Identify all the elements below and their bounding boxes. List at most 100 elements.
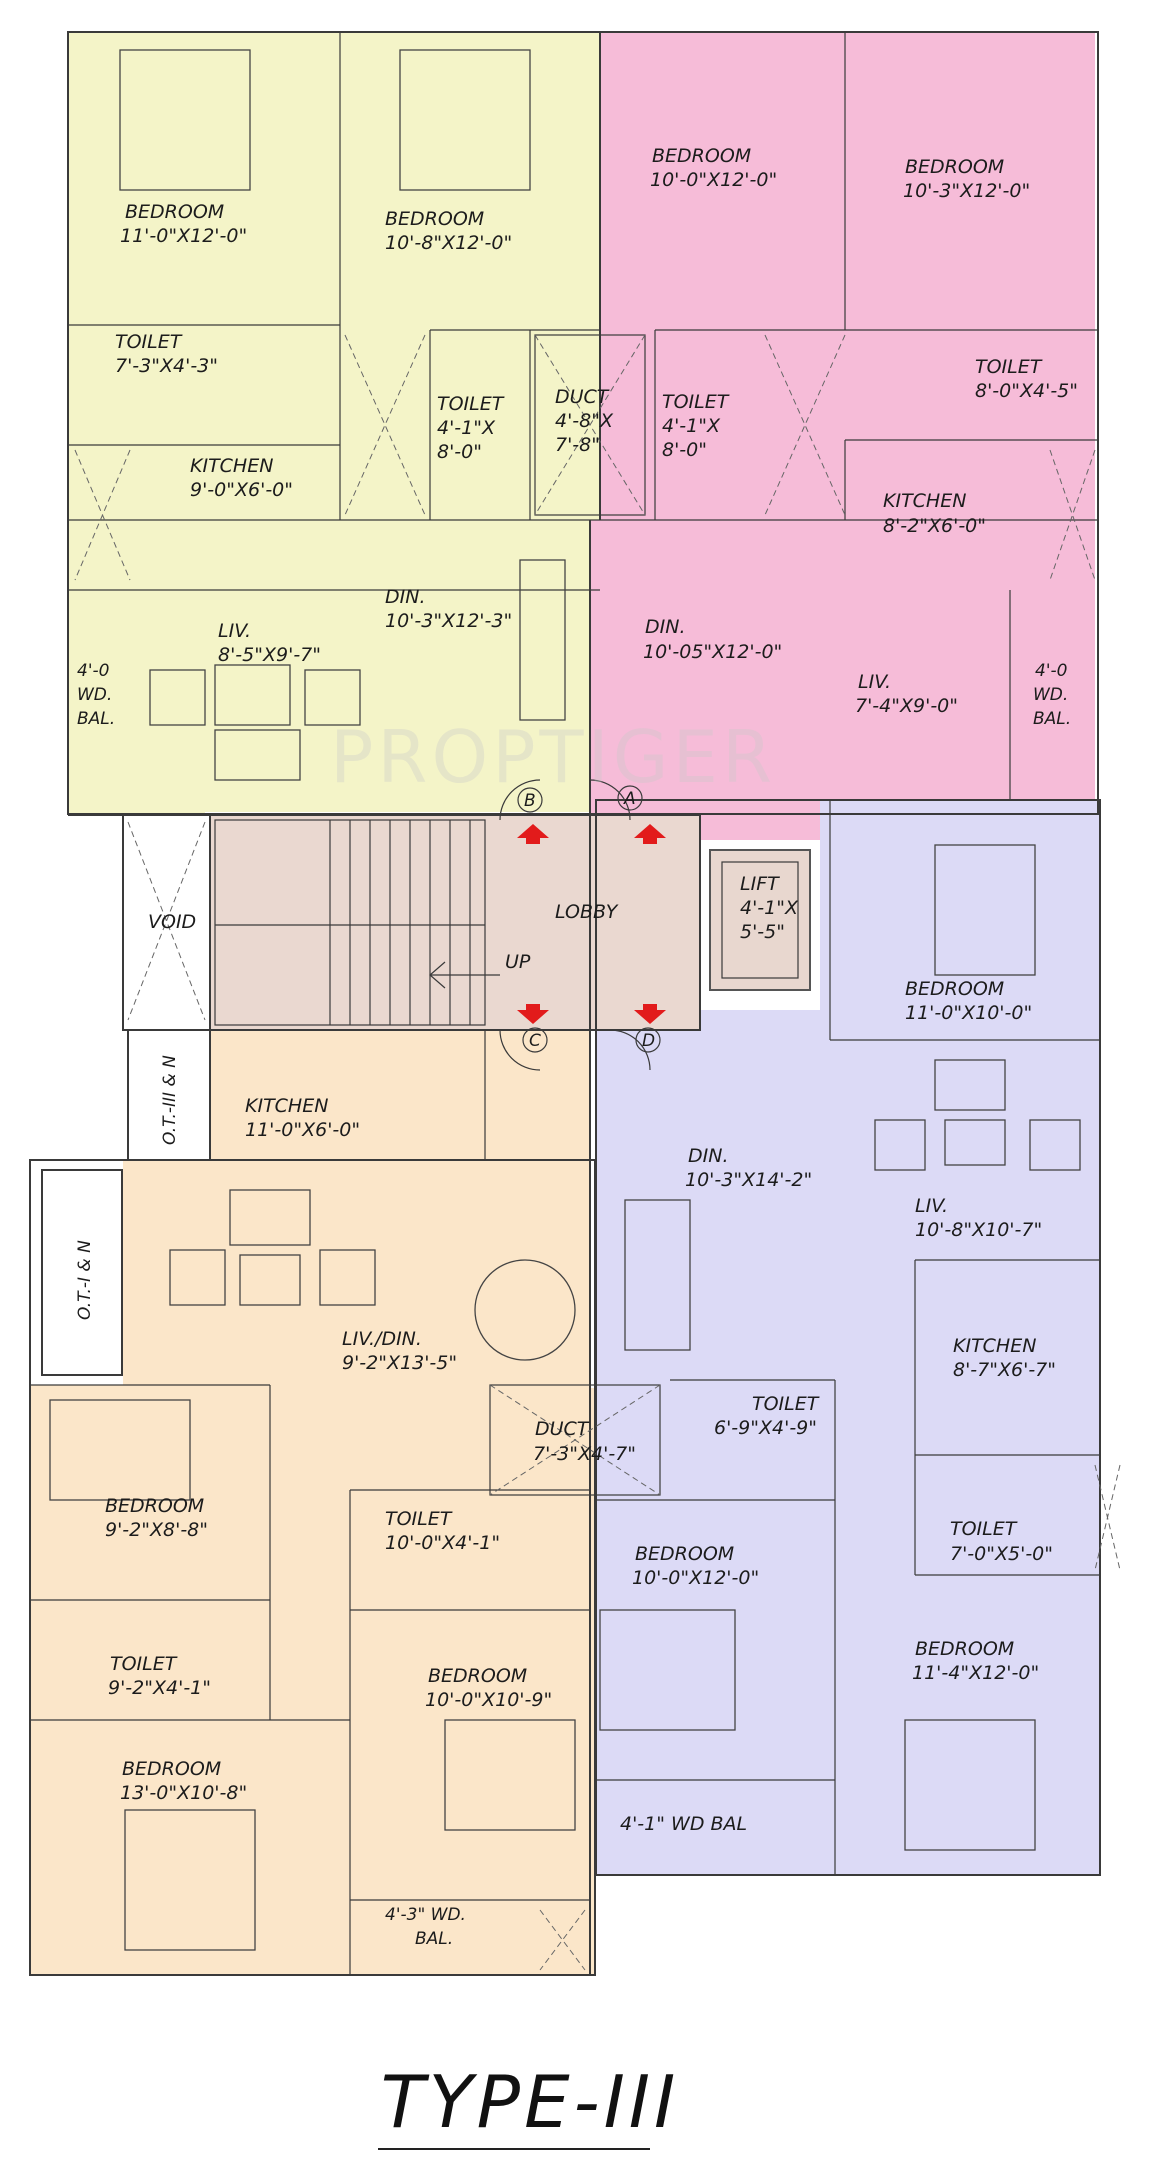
unit-d-bedroom1-name: BEDROOM bbox=[905, 978, 1004, 1000]
unit-c-kitchen-name: KITCHEN bbox=[245, 1095, 328, 1117]
unit-c-bal-l1: 4'-3" WD. bbox=[385, 1905, 466, 1925]
unit-c-bedroom2-dim: 10'-0"X10'-9" bbox=[425, 1689, 552, 1711]
unit-d-bedroom2-dim: 10'-0"X12'-0" bbox=[632, 1567, 759, 1589]
unit-b-bal-l3: BAL. bbox=[1033, 709, 1071, 729]
unit-a-din-dim: 10'-3"X12'-3" bbox=[385, 610, 512, 632]
unit-c-bal-l2: BAL. bbox=[415, 1929, 453, 1949]
duct-shafts bbox=[74, 334, 1121, 1971]
lift-dim1: 4'-1"X bbox=[740, 897, 799, 919]
duct2-name: DUCT bbox=[535, 1418, 590, 1440]
unit-d-kitchen-name: KITCHEN bbox=[953, 1335, 1036, 1357]
unit-b-bedroom2-name: BEDROOM bbox=[905, 156, 1004, 178]
unit-d-fill bbox=[596, 800, 1100, 1875]
unit-b-toilet1-name: TOILET bbox=[662, 391, 730, 413]
unit-a-labels: BEDROOM 11'-0"X12'-0" BEDROOM 10'-8"X12'… bbox=[77, 201, 512, 729]
unit-b-bal-l2: WD. bbox=[1033, 685, 1068, 705]
unit-c-bedroom3-name: BEDROOM bbox=[122, 1758, 221, 1780]
unit-d-bedroom2-name: BEDROOM bbox=[635, 1543, 734, 1565]
unit-d-toilet2-name: TOILET bbox=[950, 1518, 1018, 1540]
unit-c-bedroom3-dim: 13'-0"X10'-8" bbox=[120, 1782, 247, 1804]
unit-a-bedroom2-dim: 10'-8"X12'-0" bbox=[385, 232, 512, 254]
unit-d-liv-dim: 10'-8"X10'-7" bbox=[915, 1219, 1042, 1241]
staircase bbox=[214, 819, 500, 1026]
unit-b-kitchen-name: KITCHEN bbox=[883, 490, 966, 512]
unit-d-toilet1-name: TOILET bbox=[752, 1393, 820, 1415]
unit-a-bal-l1: 4'-0 bbox=[77, 661, 109, 681]
unit-d-din-name: DIN. bbox=[688, 1145, 729, 1167]
lift-shaft bbox=[709, 849, 811, 991]
lobby-arrow-up-0 bbox=[517, 824, 549, 844]
door-tag-c: C bbox=[529, 1031, 541, 1051]
furniture bbox=[49, 49, 1081, 1951]
walls bbox=[29, 31, 1101, 1976]
duct1-dim2: 7'-8" bbox=[555, 434, 600, 456]
core-labels: DUCT 4'-8"X 7'-8" LOBBY UP LIFT 4'-1"X 5… bbox=[75, 386, 799, 1465]
unit-c-livdin-name: LIV./DIN. bbox=[342, 1328, 422, 1350]
unit-b-liv-name: LIV. bbox=[858, 671, 891, 693]
unit-c-toilet2-dim: 9'-2"X4'-1" bbox=[108, 1677, 211, 1699]
lobby-fill bbox=[210, 815, 700, 1030]
unit-d-liv-name: LIV. bbox=[915, 1195, 948, 1217]
unit-b-din-dim: 10'-05"X12'-0" bbox=[643, 641, 782, 663]
unit-c-labels: KITCHEN 11'-0"X6'-0" LIV./DIN. 9'-2"X13'… bbox=[105, 1095, 552, 1949]
lift-dim2: 5'-5" bbox=[740, 921, 785, 943]
unit-b-bedroom1-dim: 10'-0"X12'-0" bbox=[650, 169, 777, 191]
unit-a-toilet2-dim1: 4'-1"X bbox=[437, 417, 496, 439]
unit-a-toilet2-name: TOILET bbox=[437, 393, 505, 415]
unit-a-liv-name: LIV. bbox=[218, 620, 251, 642]
unit-d-bal-label: 4'-1" WD BAL bbox=[620, 1813, 747, 1835]
unit-c-bedroom1-name: BEDROOM bbox=[105, 1495, 204, 1517]
duct1-name: DUCT bbox=[555, 386, 610, 408]
unit-a-toilet2-dim2: 8'-0" bbox=[437, 441, 482, 463]
unit-b-toilet2-dim: 8'-0"X4'-5" bbox=[975, 380, 1078, 402]
unit-c-bedroom1-dim: 9'-2"X8'-8" bbox=[105, 1519, 208, 1541]
stair-up-label: UP bbox=[505, 951, 531, 973]
unit-b-bal-l1: 4'-0 bbox=[1035, 661, 1067, 681]
unit-c-kitchen-dim: 11'-0"X6'-0" bbox=[245, 1119, 360, 1141]
unit-b-liv-dim: 7'-4"X9'-0" bbox=[855, 695, 958, 717]
lift-name: LIFT bbox=[740, 873, 780, 895]
unit-c-livdin-dim: 9'-2"X13'-5" bbox=[342, 1352, 457, 1374]
unit-b-kitchen-dim: 8'-2"X6'-0" bbox=[883, 515, 986, 537]
unit-b-din-name: DIN. bbox=[645, 616, 686, 638]
unit-b-bedroom1-name: BEDROOM bbox=[652, 145, 751, 167]
unit-a-bal-l3: BAL. bbox=[77, 709, 115, 729]
plan-title: TYPE-III bbox=[380, 2060, 680, 2144]
unit-d-kitchen-dim: 8'-7"X6'-7" bbox=[953, 1359, 1056, 1381]
ot3-label: O.T.-III & N bbox=[160, 1055, 180, 1145]
unit-a-kitchen-name: KITCHEN bbox=[190, 455, 273, 477]
door-tag-d: D bbox=[642, 1031, 655, 1051]
unit-a-bedroom1-name: BEDROOM bbox=[125, 201, 224, 223]
door-tags: B A C D bbox=[517, 785, 661, 1053]
unit-c-bedroom2-name: BEDROOM bbox=[428, 1665, 527, 1687]
lobby-arrows bbox=[517, 824, 666, 1024]
unit-a-bedroom1-dim: 11'-0"X12'-0" bbox=[120, 225, 247, 247]
ot1-label: O.T.-I & N bbox=[75, 1240, 95, 1320]
unit-a-kitchen-dim: 9'-0"X6'-0" bbox=[190, 479, 293, 501]
unit-b-toilet2-name: TOILET bbox=[975, 356, 1043, 378]
title-underline bbox=[378, 2148, 650, 2150]
unit-d-toilet2-dim: 7'-0"X5'-0" bbox=[950, 1543, 1053, 1565]
lobby-label: LOBBY bbox=[555, 901, 619, 923]
unit-d-labels: BEDROOM 11'-0"X10'-0" DIN. 10'-3"X14'-2"… bbox=[620, 978, 1056, 1835]
door-tag-a: A bbox=[623, 789, 636, 809]
unit-d-bedroom3-dim: 11'-4"X12'-0" bbox=[912, 1662, 1039, 1684]
unit-b-toilet1-dim1: 4'-1"X bbox=[662, 415, 721, 437]
void-label: VOID bbox=[148, 911, 196, 933]
unit-a-bedroom2-name: BEDROOM bbox=[385, 208, 484, 230]
unit-a-bal-l2: WD. bbox=[77, 685, 112, 705]
duct1-dim1: 4'-8"X bbox=[555, 410, 614, 432]
watermark: PROPTIGER bbox=[330, 715, 777, 799]
unit-a-liv-dim: 8'-5"X9'-7" bbox=[218, 644, 321, 666]
unit-c-toilet1-name: TOILET bbox=[385, 1508, 453, 1530]
unit-b-labels: BEDROOM 10'-0"X12'-0" BEDROOM 10'-3"X12'… bbox=[643, 145, 1078, 729]
unit-d-toilet1-dim: 6'-9"X4'-9" bbox=[714, 1417, 817, 1439]
lobby-arrow-down-3 bbox=[634, 1004, 666, 1024]
lobby-arrow-down-2 bbox=[517, 1004, 549, 1024]
unit-a-toilet1-name: TOILET bbox=[115, 331, 183, 353]
unit-d-bedroom3-name: BEDROOM bbox=[915, 1638, 1014, 1660]
unit-a-din-name: DIN. bbox=[385, 586, 426, 608]
unit-d-bedroom1-dim: 11'-0"X10'-0" bbox=[905, 1002, 1032, 1024]
